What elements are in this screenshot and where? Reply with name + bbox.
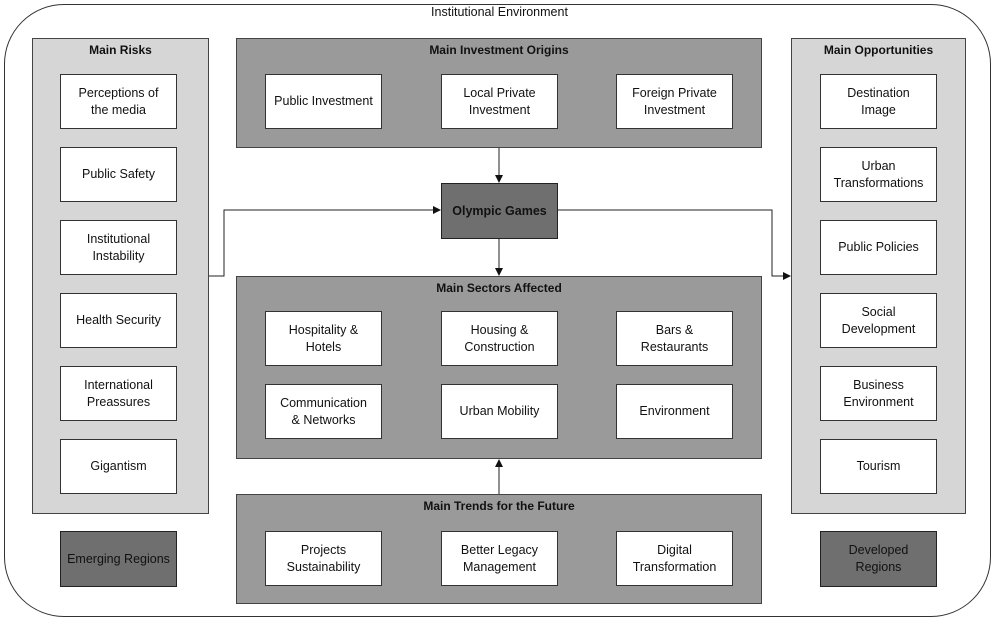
- investment-box-local-private: Local Private Investment: [441, 74, 558, 129]
- risk-box-public-safety: Public Safety: [60, 147, 177, 202]
- risk-box-gigantism: Gigantism: [60, 439, 177, 494]
- risk-box-international-pressures: International Preassures: [60, 366, 177, 421]
- investment-box-public: Public Investment: [265, 74, 382, 129]
- opportunity-box-public-policies: Public Policies: [820, 220, 937, 275]
- institutional-environment-label: Institutional Environment: [431, 5, 568, 19]
- sector-box-communication: Communication & Networks: [265, 384, 382, 439]
- trend-box-projects-sustainability: Projects Sustainability: [265, 531, 382, 586]
- arrow-risks-to-olympics: [209, 206, 441, 277]
- sector-box-bars-restaurants: Bars & Restaurants: [616, 311, 733, 366]
- trend-box-legacy-management: Better Legacy Management: [441, 531, 558, 586]
- trend-box-digital-transformation: Digital Transformation: [616, 531, 733, 586]
- opportunity-box-social-development: Social Development: [820, 293, 937, 348]
- risk-box-media-perceptions: Perceptions of the media: [60, 74, 177, 129]
- future-trends-title: Main Trends for the Future: [423, 499, 575, 513]
- opportunity-box-tourism: Tourism: [820, 439, 937, 494]
- sector-box-urban-mobility: Urban Mobility: [441, 384, 558, 439]
- main-risks-title: Main Risks: [89, 43, 152, 57]
- main-opportunities-title: Main Opportunities: [823, 43, 934, 57]
- emerging-regions-box: Emerging Regions: [60, 531, 177, 587]
- opportunity-box-business-environment: Business Environment: [820, 366, 937, 421]
- risk-box-health-security: Health Security: [60, 293, 177, 348]
- sector-box-hospitality: Hospitality & Hotels: [265, 311, 382, 366]
- arrow-olympics-to-opportunities: [558, 209, 791, 280]
- opportunity-box-destination-image: Destination Image: [820, 74, 937, 129]
- investment-origins-title: Main Investment Origins: [429, 43, 569, 57]
- developed-regions-box: Developed Regions: [820, 531, 937, 587]
- opportunity-box-urban-transformations: Urban Transformations: [820, 147, 937, 202]
- investment-box-foreign-private: Foreign Private Investment: [616, 74, 733, 129]
- olympic-games-node: Olympic Games: [441, 183, 558, 239]
- sectors-affected-title: Main Sectors Affected: [436, 281, 562, 295]
- risk-box-institutional-instability: Institutional Instability: [60, 220, 177, 275]
- sector-box-housing: Housing & Construction: [441, 311, 558, 366]
- sector-box-environment: Environment: [616, 384, 733, 439]
- institutional-environment-frame: [4, 4, 991, 617]
